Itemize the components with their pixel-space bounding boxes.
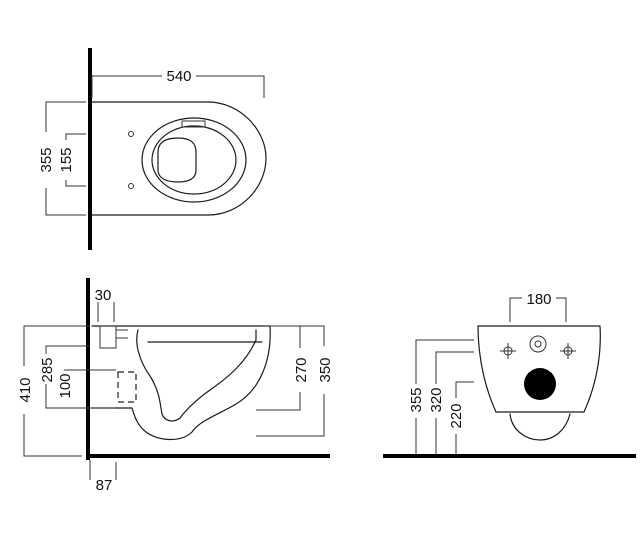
side-view-bottom-offset-label: 87 [96,477,113,494]
side-view-bowl-inner [136,329,257,422]
side-view-outlet-dashed [117,371,137,403]
side-view-wall-offset-label: 30 [95,287,112,304]
top-view: 540 355 155 [38,48,267,250]
top-view-depth-dimension [45,101,86,216]
back-view-outlet-label: 220 [448,403,465,428]
back-view: 180 355 320 220 [383,291,636,458]
back-view-hole-left [500,343,516,359]
back-view-base [509,413,571,441]
side-view: 30 410 285 100 270 350 87 [17,278,334,494]
side-view-seat-height-label: 270 [293,357,310,382]
back-view-height-dimension [415,339,474,454]
side-view-bottom-offset-dimension [89,460,117,480]
top-view-fixing-hole-2 [128,183,134,189]
back-view-inlet-dimension [435,351,474,454]
side-view-total-height-label: 410 [17,377,34,402]
back-view-holes-label: 180 [526,291,551,308]
top-view-rim-inner [151,125,237,195]
top-view-holes-dimension [65,133,86,187]
side-view-rim-height-dimension [256,325,325,437]
side-view-outlet-center-label: 100 [57,373,74,398]
side-view-bracket [99,325,128,349]
top-view-holes-label: 155 [58,147,75,172]
back-view-outline [477,325,601,413]
side-view-total-height-dimension [23,325,90,457]
top-view-width-dimension [91,75,265,98]
back-view-outlet-dimension [455,381,474,454]
back-view-hole-right [560,343,576,359]
back-view-outlet [524,368,556,400]
top-view-rim-outer [141,117,247,203]
top-view-width-label: 540 [166,68,191,85]
back-view-height-label: 355 [408,387,425,412]
side-view-outlet-center-dimension [64,369,116,409]
top-view-depth-label: 355 [38,147,55,172]
side-view-outline [91,325,271,441]
side-view-rim-height-label: 350 [317,357,334,382]
back-view-holes-dimension [509,297,567,322]
top-view-outline [91,101,267,216]
side-view-outlet-height-label: 285 [39,357,56,382]
top-view-fixing-hole-1 [128,131,134,137]
back-view-inlet-label: 320 [428,387,445,412]
top-view-seat-hinge [181,120,206,128]
back-view-hole-center [529,335,547,353]
side-view-wall-offset-dimension [97,302,115,322]
top-view-bowl [157,137,197,183]
